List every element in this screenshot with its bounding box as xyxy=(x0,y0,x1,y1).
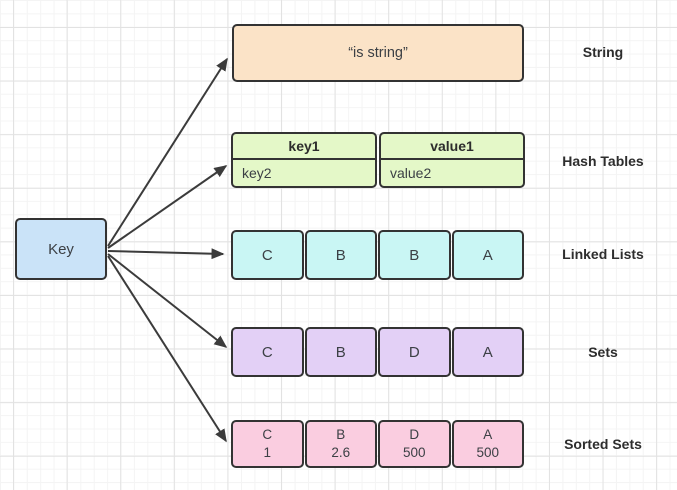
hash-value-header: value1 xyxy=(381,134,523,160)
hash-value-column[interactable]: value1 value2 xyxy=(379,132,525,188)
hash-table-node: key1 key2 value1 value2 xyxy=(231,132,525,188)
set-cell[interactable]: C xyxy=(231,327,304,377)
type-label-linked-lists[interactable]: Linked Lists xyxy=(562,246,644,262)
hash-key-cell: key2 xyxy=(242,165,272,181)
key-node-label: Key xyxy=(48,240,74,258)
string-value-text: “is string” xyxy=(348,45,408,61)
sorted-set-score: 1 xyxy=(263,445,271,460)
arrow-key-to-string[interactable] xyxy=(107,57,228,247)
hash-value-cell: value2 xyxy=(390,165,432,181)
set-cell-text: D xyxy=(408,343,420,361)
set-cell-text: C xyxy=(261,343,273,361)
sorted-set-member: C xyxy=(262,427,273,442)
type-label-sets[interactable]: Sets xyxy=(588,344,618,360)
arrow-key-to-zset[interactable] xyxy=(107,255,227,443)
type-label-string[interactable]: String xyxy=(582,44,624,60)
set-node: C B D A xyxy=(231,327,524,377)
list-cell-text: A xyxy=(482,246,493,264)
sorted-set-member: A xyxy=(483,427,493,442)
sorted-set-score: 500 xyxy=(476,445,500,460)
type-label-sorted-sets[interactable]: Sorted Sets xyxy=(564,436,642,452)
set-cell-text: B xyxy=(335,343,346,361)
sorted-set-score: 500 xyxy=(402,445,426,460)
list-cell[interactable]: A xyxy=(451,230,524,280)
list-cell[interactable]: C xyxy=(231,230,304,280)
key-node[interactable]: Key xyxy=(15,218,107,280)
linked-list-node: C B B A xyxy=(231,230,524,280)
sorted-set-cell[interactable]: D 500 xyxy=(378,420,451,468)
sorted-set-member: D xyxy=(409,427,420,442)
hash-key-column[interactable]: key1 key2 xyxy=(231,132,377,188)
arrow-key-to-list[interactable] xyxy=(107,248,225,260)
set-cell-text: A xyxy=(482,343,493,361)
sorted-set-cell[interactable]: C 1 xyxy=(231,420,304,468)
string-value-node[interactable]: “is string” xyxy=(232,24,524,82)
sorted-set-cell[interactable]: B 2.6 xyxy=(304,420,377,468)
arrow-key-to-set[interactable] xyxy=(107,253,228,348)
set-cell[interactable]: A xyxy=(451,327,524,377)
sorted-set-node: C 1 B 2.6 D 500 A 500 xyxy=(231,420,524,468)
type-label-hash-tables[interactable]: Hash Tables xyxy=(562,153,644,169)
arrow-key-to-hash[interactable] xyxy=(107,165,228,249)
set-cell[interactable]: D xyxy=(378,327,451,377)
list-cell[interactable]: B xyxy=(378,230,451,280)
set-cell[interactable]: B xyxy=(304,327,377,377)
list-cell-text: B xyxy=(409,246,420,264)
list-cell[interactable]: B xyxy=(304,230,377,280)
list-cell-text: C xyxy=(261,246,273,264)
sorted-set-cell[interactable]: A 500 xyxy=(451,420,524,468)
hash-key-header: key1 xyxy=(233,134,375,160)
list-cell-text: B xyxy=(335,246,346,264)
sorted-set-member: B xyxy=(336,427,346,442)
sorted-set-score: 2.6 xyxy=(331,445,351,460)
